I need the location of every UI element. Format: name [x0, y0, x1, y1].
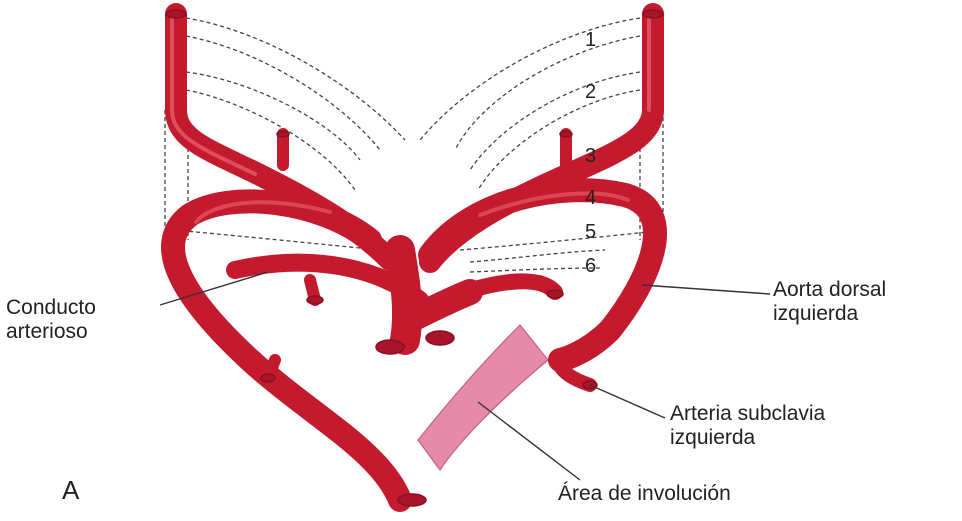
opening-right-subclavian	[261, 374, 275, 382]
label-aorta-line1: Aorta dorsal	[773, 278, 886, 302]
left-fourth-arch	[173, 201, 400, 500]
opening-truncus-b	[426, 331, 454, 345]
label-involucion: Área de involución	[558, 482, 731, 506]
opening-left-carotid	[166, 10, 186, 18]
opening-left-pulmonary	[307, 296, 323, 304]
dashed-arch-1-right-inner	[455, 36, 640, 150]
label-conducto-line2: arterioso	[6, 320, 88, 344]
aortic-arch	[430, 190, 655, 360]
involution-area	[418, 325, 548, 470]
arch-number-4: 4	[585, 187, 596, 209]
dashed-arch-5-right	[460, 232, 648, 250]
dashed-arch-1-right	[420, 18, 640, 140]
arch-number-1: 1	[585, 29, 596, 51]
arch-number-3: 3	[585, 145, 596, 167]
arch-number-2: 2	[585, 81, 596, 103]
opening-right-external	[560, 131, 572, 137]
leader-involucion	[478, 402, 580, 480]
panel-letter: A	[62, 478, 79, 502]
dashed-arch-6-right-b	[470, 268, 600, 272]
label-aorta-line2: izquierda	[773, 302, 858, 326]
arch-number-6: 6	[585, 255, 596, 277]
label-subclavia-line1: Arteria subclavia	[670, 402, 825, 426]
opening-right-carotid	[643, 10, 663, 18]
arch-numbers: 1 2 3 4 5 6	[585, 29, 596, 277]
arch-number-5: 5	[585, 221, 596, 243]
dashed-arch-1-left	[186, 18, 405, 140]
opening-truncus-a	[376, 340, 404, 354]
opening-left-external	[277, 131, 289, 137]
label-subclavia-line2: izquierda	[670, 426, 755, 450]
label-conducto-line1: Conducto	[6, 296, 96, 320]
leader-aorta	[642, 285, 770, 294]
opening-right-pulmonary	[547, 290, 563, 298]
leader-subclavia	[590, 385, 665, 418]
opening-descending-aorta	[398, 494, 426, 506]
